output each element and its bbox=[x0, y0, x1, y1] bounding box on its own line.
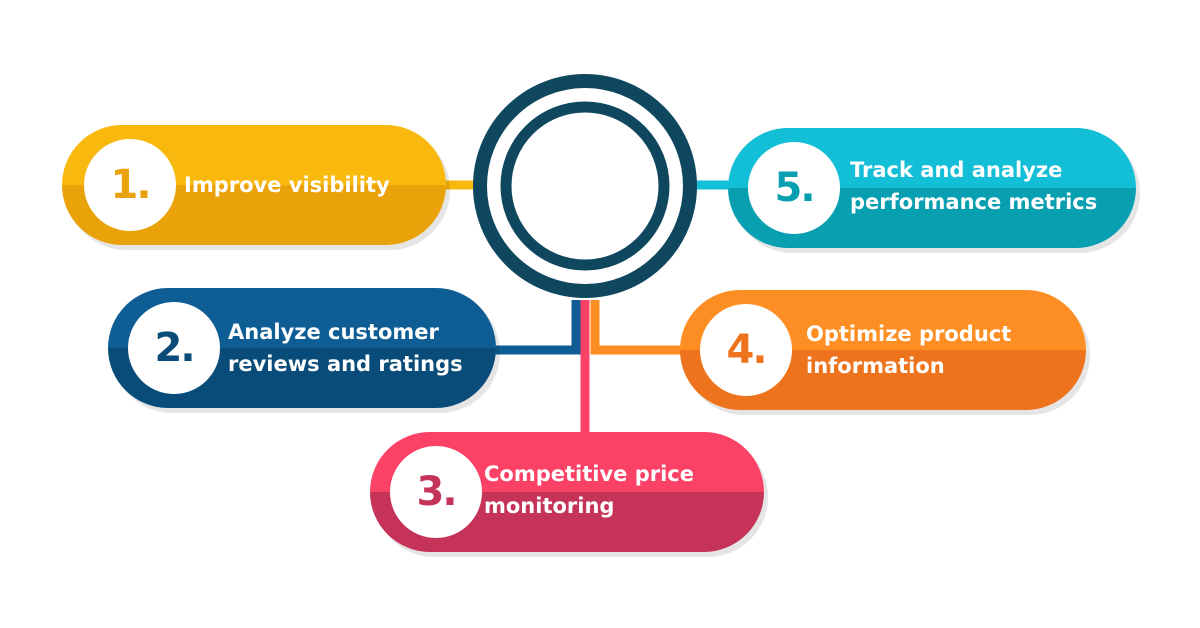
step-5-number: 5. bbox=[774, 165, 815, 211]
step-1-card: 1. Improve visibility bbox=[62, 125, 446, 245]
connector-4 bbox=[590, 300, 686, 355]
step-5-card: 5. Track and analyze performance metrics bbox=[728, 128, 1136, 248]
hub-inner-ring bbox=[500, 101, 670, 271]
step-3-card: 3. Competitive price monitoring bbox=[370, 432, 764, 552]
step-5-label: Track and analyze performance metrics bbox=[850, 158, 1098, 214]
step-2-label: Analyze customer reviews and ratings bbox=[228, 320, 463, 376]
step-2-badge: 2. bbox=[128, 302, 220, 394]
step-3-label: Competitive price monitoring bbox=[484, 462, 694, 518]
step-3-number: 3. bbox=[416, 469, 457, 515]
step-4-number: 4. bbox=[726, 327, 767, 373]
step-4-badge: 4. bbox=[700, 304, 792, 396]
step-2-number: 2. bbox=[154, 325, 195, 371]
step-1-number: 1. bbox=[110, 162, 151, 208]
step-2-card: 2. Analyze customer reviews and ratings bbox=[108, 288, 496, 408]
step-3-badge: 3. bbox=[390, 446, 482, 538]
step-4-label: Optimize product information bbox=[806, 322, 1012, 378]
step-4-card: 4. Optimize product information bbox=[680, 290, 1086, 410]
connector-2 bbox=[490, 300, 581, 355]
step-1-badge: 1. bbox=[84, 139, 176, 231]
step-1-label: Improve visibility bbox=[184, 173, 390, 197]
step-5-badge: 5. bbox=[748, 142, 840, 234]
